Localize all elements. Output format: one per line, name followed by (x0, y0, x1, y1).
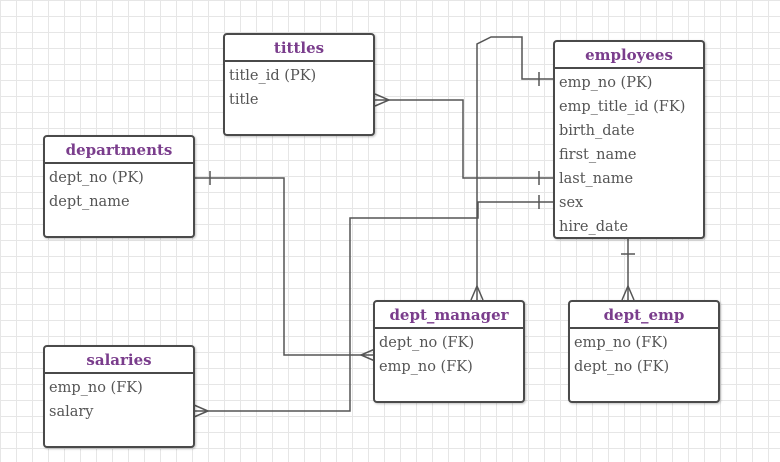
entity-dept-manager[interactable]: dept_manager dept_no (FK) emp_no (FK) (373, 300, 525, 403)
attr-title-id: title_id (PK) (229, 68, 317, 84)
crowsfoot-many-icon (470, 284, 484, 301)
entity-title: dept_emp (570, 302, 718, 329)
entity-departments[interactable]: departments dept_no (PK) dept_name (43, 135, 195, 238)
attr-dept-no: dept_no (FK) (379, 335, 475, 351)
rel-departments-dept-manager (194, 177, 375, 356)
entity-title: departments (45, 137, 193, 164)
attr-emp-title-id: emp_title_id (FK) (559, 99, 686, 115)
crowsfoot-many-icon (621, 284, 635, 301)
attr-dept-name: dept_name (49, 194, 130, 210)
entity-title: salaries (45, 347, 193, 374)
entity-title: dept_manager (375, 302, 523, 329)
entity-title: tittles (225, 35, 373, 62)
attr-salary: salary (49, 404, 94, 420)
attr-emp-no: emp_no (FK) (379, 359, 473, 375)
entity-tittles[interactable]: tittles title_id (PK) title (223, 33, 375, 136)
rel-employees-salaries (194, 201, 555, 412)
rel-employees-dept-manager (476, 36, 555, 300)
attr-hire-date: hire_date (559, 219, 629, 235)
attr-sex: sex (559, 195, 584, 211)
rel-tittles-employees (375, 99, 555, 179)
attr-title: title (229, 92, 259, 108)
attr-birth-date: birth_date (559, 123, 635, 139)
crowsfoot-many-icon (374, 93, 391, 107)
attr-dept-no: dept_no (PK) (49, 170, 144, 186)
attr-dept-no: dept_no (FK) (574, 359, 670, 375)
attr-emp-no: emp_no (FK) (574, 335, 668, 351)
entity-salaries[interactable]: salaries emp_no (FK) salary (43, 345, 195, 448)
attr-last-name: last_name (559, 171, 634, 187)
attr-emp-no: emp_no (PK) (559, 75, 653, 91)
attr-emp-no: emp_no (FK) (49, 380, 143, 396)
entity-dept-emp[interactable]: dept_emp emp_no (FK) dept_no (FK) (568, 300, 720, 403)
crowsfoot-many-icon (359, 348, 376, 362)
entity-title: employees (555, 42, 703, 69)
entity-employees[interactable]: employees emp_no (PK) emp_title_id (FK) … (553, 40, 705, 239)
crowsfoot-many-icon (193, 404, 210, 418)
attr-first-name: first_name (559, 147, 637, 163)
